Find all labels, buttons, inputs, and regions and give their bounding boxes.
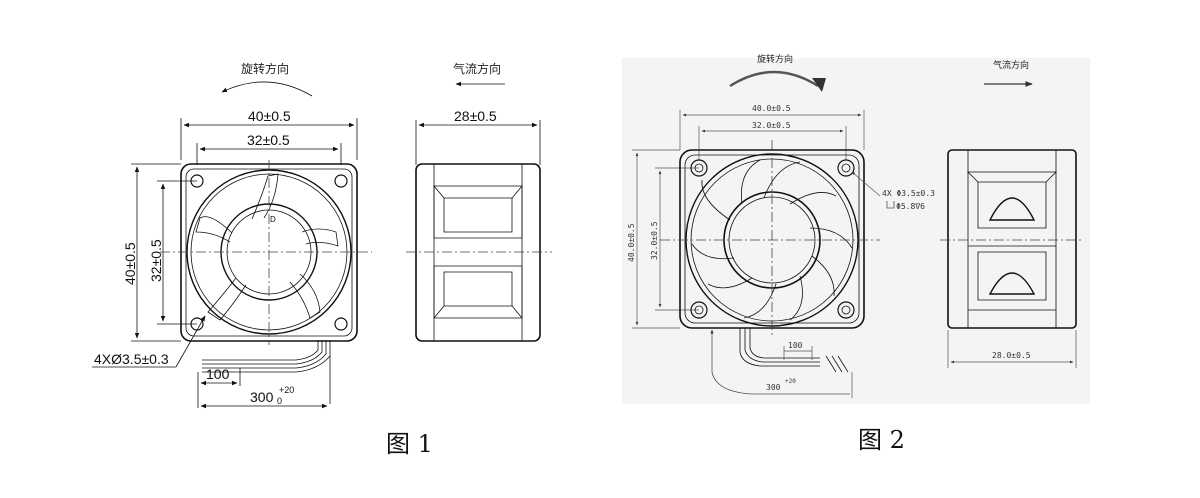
airflow-direction-indicator: 气流方向 — [453, 61, 505, 87]
mounting-hole — [334, 317, 348, 331]
hole-callout-2: 4X Φ3.5±0.3 Φ5.8∇6 — [851, 171, 935, 211]
figure-2-caption: 图 2 — [858, 426, 905, 454]
lead-tolerance-upper: +20 — [279, 385, 294, 395]
fan-front-view-2 — [660, 140, 880, 336]
hole-spacing-v-label: 32±0.5 — [148, 239, 164, 282]
dimension-depth: 28±0.5 — [415, 108, 541, 165]
depth-label: 28±0.5 — [454, 108, 497, 124]
dimension-hole-spacing-horizontal: 32±0.5 — [196, 132, 342, 165]
figure-1-caption: 图 1 — [386, 430, 433, 458]
dimension-depth-2: 28.0±0.5 — [947, 330, 1077, 368]
outer-width-label-2: 40.0±0.5 — [752, 104, 791, 113]
airflow-direction-indicator-2: 气流方向 — [984, 59, 1033, 87]
holes-label: 4XØ3.5±0.3 — [94, 351, 169, 367]
rotation-direction-label-2: 旋转方向 — [757, 53, 793, 65]
mounting-hole — [690, 159, 708, 177]
lead-tolerance-2: +20 — [785, 378, 796, 385]
dimension-hole-spacing-vertical: 32±0.5 — [148, 180, 197, 325]
rotation-arrow-icon-2 — [729, 70, 819, 88]
hole-spacing-v-label-2: 32.0±0.5 — [650, 221, 659, 260]
fan-front-view: D — [160, 160, 372, 345]
figure-2: 旋转方向 气流方向 40.0±0.5 32.0±0.5 40.0±0.5 — [622, 53, 1090, 404]
dimension-outer-height-2: 40.0±0.5 — [627, 149, 680, 329]
dimension-outer-height: 40±0.5 — [122, 163, 181, 342]
rotation-direction-indicator-2: 旋转方向 — [729, 53, 826, 92]
outer-height-label: 40±0.5 — [122, 242, 138, 285]
dimension-strip-length-2: 100 — [783, 341, 813, 360]
holes-label-2: 4X Φ3.5±0.3 — [882, 189, 935, 198]
mounting-hole — [334, 174, 348, 188]
lead-tolerance-lower: 0 — [277, 396, 282, 406]
hole-spacing-h-label-2: 32.0±0.5 — [752, 121, 791, 130]
figure-1: 旋转方向 气流方向 40±0.5 32±0.5 40±0.5 — [92, 61, 552, 409]
mounting-hole — [837, 301, 855, 319]
counterbore-label-2: Φ5.8∇6 — [896, 202, 925, 211]
lead-length-label-2: 300 — [766, 383, 781, 392]
mounting-hole — [190, 174, 204, 188]
outer-height-label-2: 40.0±0.5 — [627, 223, 636, 262]
rotation-direction-label: 旋转方向 — [241, 61, 289, 76]
dimension-hole-spacing-horizontal-2: 32.0±0.5 — [698, 121, 847, 160]
mounting-hole — [690, 301, 708, 319]
dimension-outer-width: 40±0.5 — [180, 108, 358, 160]
strip-length-label: 100 — [206, 366, 230, 382]
mounting-hole — [837, 159, 855, 177]
dimension-lead-length: 300 +20 0 — [200, 356, 331, 409]
depth-label-2: 28.0±0.5 — [992, 351, 1031, 360]
outer-width-label: 40±0.5 — [248, 108, 291, 124]
dimension-lead-length-2: 300 +20 — [710, 329, 853, 398]
airflow-direction-label-2: 气流方向 — [993, 59, 1029, 71]
hole-callout: 4XØ3.5±0.3 — [92, 315, 206, 368]
hole-spacing-h-label: 32±0.5 — [247, 132, 290, 148]
dimension-hole-spacing-vertical-2: 32.0±0.5 — [650, 167, 699, 311]
fan-side-view — [406, 163, 552, 342]
fan-side-view-2 — [940, 149, 1084, 329]
strip-length-label-2: 100 — [788, 341, 803, 350]
dimension-outer-width-2: 40.0±0.5 — [679, 104, 865, 150]
lead-length-label: 300 — [250, 389, 274, 405]
airflow-direction-label: 气流方向 — [453, 61, 501, 76]
rotation-direction-indicator: 旋转方向 — [221, 61, 313, 97]
rotation-arrow-icon — [221, 81, 313, 97]
lead-wires-2 — [739, 328, 849, 373]
svg-text:D: D — [270, 215, 276, 224]
dimension-strip-length: 100 — [197, 366, 241, 408]
